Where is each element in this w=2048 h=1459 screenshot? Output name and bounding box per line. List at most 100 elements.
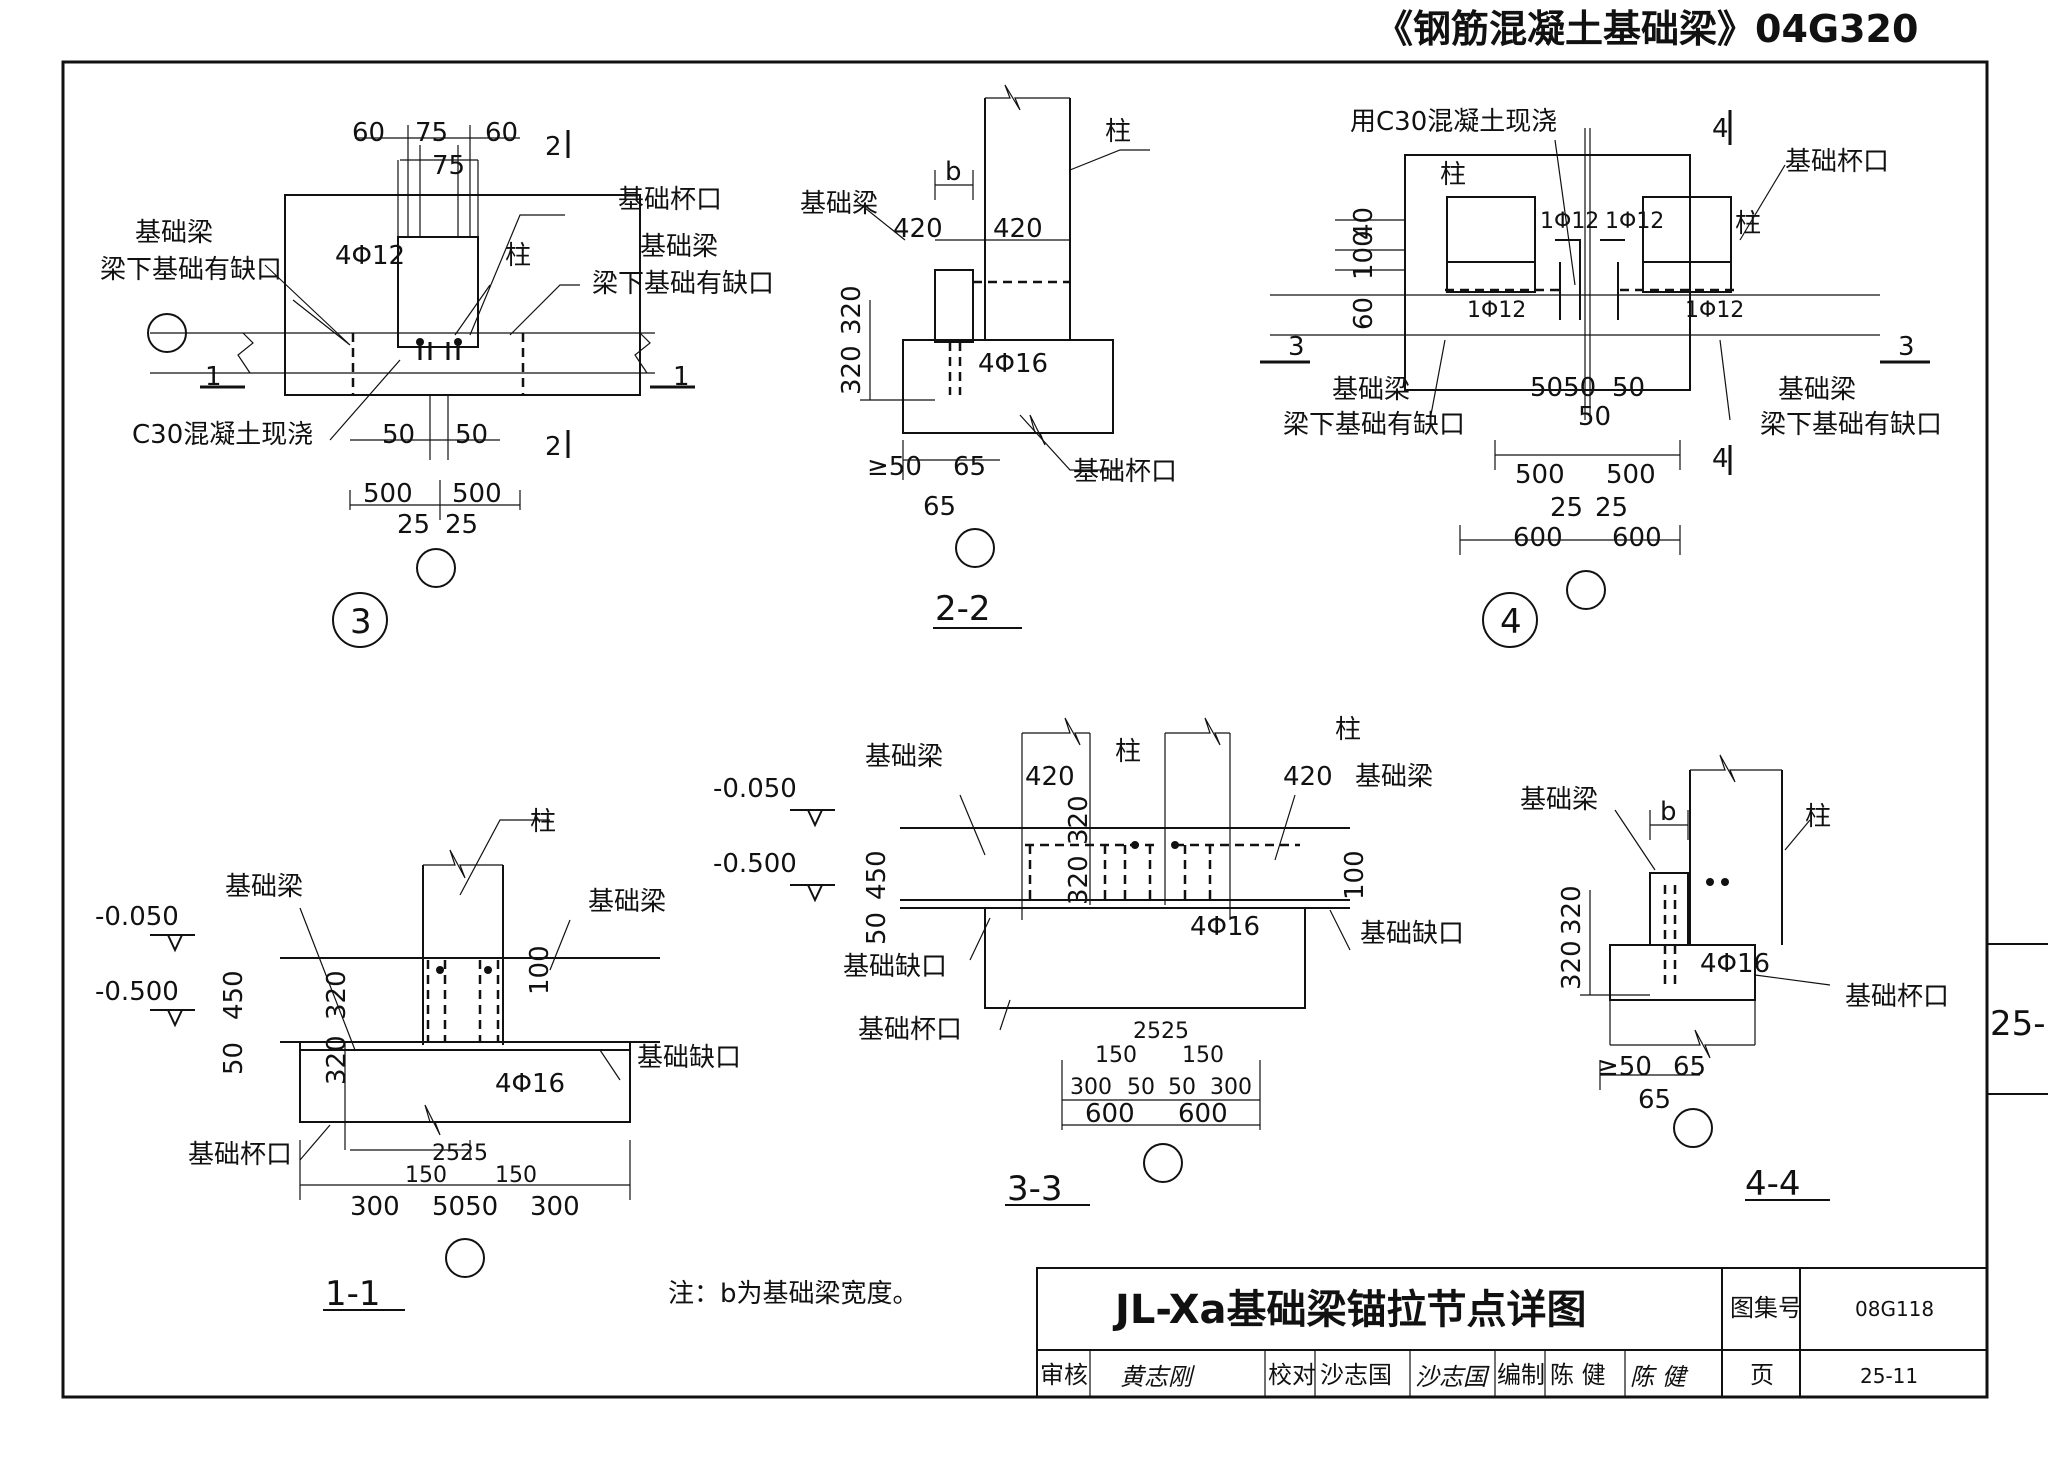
detail3-dim-60a: 60 [352, 118, 385, 148]
section33-dim-150b: 150 [1182, 1043, 1224, 1068]
detail4-dim-500b: 500 [1606, 460, 1656, 490]
section44-rebars [1663, 885, 1677, 985]
detail4-bottom-dims [1459, 440, 1681, 555]
section22-axis-bubble [955, 528, 995, 568]
section33-level-2: -0.500 [713, 849, 797, 879]
section33-dim-300b: 300 [1210, 1075, 1252, 1100]
title-block-review-label: 审核 [1040, 1361, 1088, 1389]
detail3-dim-25b: 25 [445, 510, 478, 540]
title-block-check-signature: 沙志国 [1415, 1363, 1490, 1391]
section11-dim-320: 320 [322, 970, 352, 1020]
section44-column [1689, 770, 1783, 945]
section11-label-column: 柱 [530, 807, 556, 837]
detail4-label-column-right: 柱 [1735, 209, 1761, 239]
section44-dim-320b: 320 [1557, 940, 1587, 990]
section33-leaders [959, 794, 1351, 1031]
section44-axis-bubble [1673, 1108, 1713, 1148]
title-block-frame [1036, 1267, 1988, 1398]
section44-rebar-dot [1721, 878, 1729, 886]
section33-dim-450: 450 [862, 850, 892, 900]
title-block-review-signature: 黄志刚 [1120, 1363, 1196, 1391]
section33-cup [984, 907, 1306, 1009]
title-block-atlas-no: 08G118 [1855, 1297, 1934, 1321]
section44-cup-walls [1609, 1000, 1756, 1059]
detail4-rebar-3: 1Φ12 [1467, 298, 1526, 323]
detail3-section-1a: 1 [205, 362, 222, 392]
section33-columns [1021, 733, 1231, 920]
section44-label-column: 柱 [1805, 802, 1831, 832]
title-block-design-signature: 陈 健 [1630, 1363, 1689, 1391]
detail4-section-3b: 3 [1898, 332, 1915, 362]
section44-label-beam: 基础梁 [1520, 785, 1598, 815]
section33-col-breaks [1022, 717, 1230, 746]
section33-label-col-left: 柱 [1115, 737, 1141, 767]
detail4-dim-50a: 50 [1612, 373, 1645, 403]
section33-dim-2525: 2525 [1133, 1019, 1189, 1044]
section11-column [422, 865, 504, 1045]
section44-col-break [1690, 754, 1782, 783]
detail4-rebar-2: 1Φ12 [1605, 209, 1664, 234]
detail3-section-2b: 2 [545, 432, 562, 462]
detail-4: 用C30混凝土现浇 柱 基础杯口 柱 40 100 60 1Φ12 1Φ12 1… [1260, 107, 1942, 648]
detail3-dim-500b: 500 [452, 479, 502, 509]
detail4-dim-500a: 500 [1515, 460, 1565, 490]
section44-label-cup: 基础杯口 [1845, 982, 1949, 1012]
section11-level-1: -0.050 [95, 902, 179, 932]
section22-cup-break [903, 414, 1113, 446]
section22-leaders [854, 149, 1150, 471]
section22-label-column: 柱 [1105, 117, 1131, 147]
title-block-page-no: 25-11 [1860, 1364, 1918, 1388]
detail4-section-4a: 4 [1712, 114, 1729, 144]
section33-rebar-dot [1131, 841, 1139, 849]
detail3-dim-50a: 50 [382, 420, 415, 450]
section11-label-beam-right: 基础梁 [588, 887, 666, 917]
title-block-design-label: 编制 [1497, 1361, 1545, 1389]
section22-dim-420a: 420 [893, 214, 943, 244]
section11-dim-150b: 150 [495, 1163, 537, 1188]
section-1-1: 柱 基础梁 基础梁 -0.050 -0.500 450 320 320 50 1… [95, 807, 741, 1314]
section11-cup-break [300, 1104, 630, 1136]
detail3-label-notch-right: 梁下基础有缺口 [592, 269, 774, 299]
detail3-label-beam-left: 基础梁 [135, 218, 213, 248]
detail3-section-1b: 1 [673, 362, 690, 392]
detail3-bottom-dims [349, 395, 521, 520]
detail3-dim-25a: 25 [397, 510, 430, 540]
detail3-label-cup: 基础杯口 [618, 185, 722, 215]
section22-rebar-down [948, 342, 962, 395]
section22-id: 2-2 [935, 589, 991, 629]
detail4-label-cup: 基础杯口 [1785, 147, 1889, 177]
detail4-label-notch-left: 梁下基础有缺口 [1283, 410, 1465, 440]
section33-level-1: -0.050 [713, 774, 797, 804]
detail4-label-notch-right: 梁下基础有缺口 [1760, 410, 1942, 440]
section11-dim-5050: 5050 [432, 1192, 498, 1222]
detail3-label-notch-left: 梁下基础有缺口 [100, 255, 282, 285]
section33-dim-50: 50 [862, 912, 892, 945]
detail3-rebar-ends [418, 342, 460, 360]
section11-id: 1-1 [325, 1274, 381, 1314]
section33-dim-50b: 50 [1168, 1075, 1196, 1100]
detail3-id-label: 3 [350, 602, 372, 642]
detail3-beam-lines [150, 332, 655, 374]
detail4-dim-50b: 50 [1578, 402, 1611, 432]
section33-dim-420a: 420 [1025, 762, 1075, 792]
section22-beam [934, 269, 974, 343]
section44-label-rebar: 4Φ16 [1700, 949, 1770, 979]
section44-dim-ge50: ≥50 [1597, 1052, 1652, 1082]
detail4-label-column-left: 柱 [1440, 160, 1466, 190]
detail3-dim-500a: 500 [363, 479, 413, 509]
section-2-2: 柱 b 基础梁 420 420 320 320 4Φ16 ≥50 65 65 基… [800, 84, 1177, 629]
sheet-border [61, 60, 1989, 1399]
detail4-dim-600b: 600 [1612, 523, 1662, 553]
section11-levels [150, 934, 195, 1028]
section11-rebar-dot [484, 966, 492, 974]
section11-col-break [423, 849, 503, 879]
section11-dim-2525: 2525 [432, 1141, 488, 1166]
detail3-dim-extensions [397, 125, 479, 237]
section33-label-beam-left: 基础梁 [865, 742, 943, 772]
detail4-axis-bubble [1566, 570, 1606, 610]
detail4-dim-100: 100 [1349, 230, 1379, 280]
section11-dim-300b: 300 [530, 1192, 580, 1222]
detail3-section-2a: 2 [545, 132, 562, 162]
section11-dim-150a: 150 [405, 1163, 447, 1188]
section22-dim-420b: 420 [993, 214, 1043, 244]
